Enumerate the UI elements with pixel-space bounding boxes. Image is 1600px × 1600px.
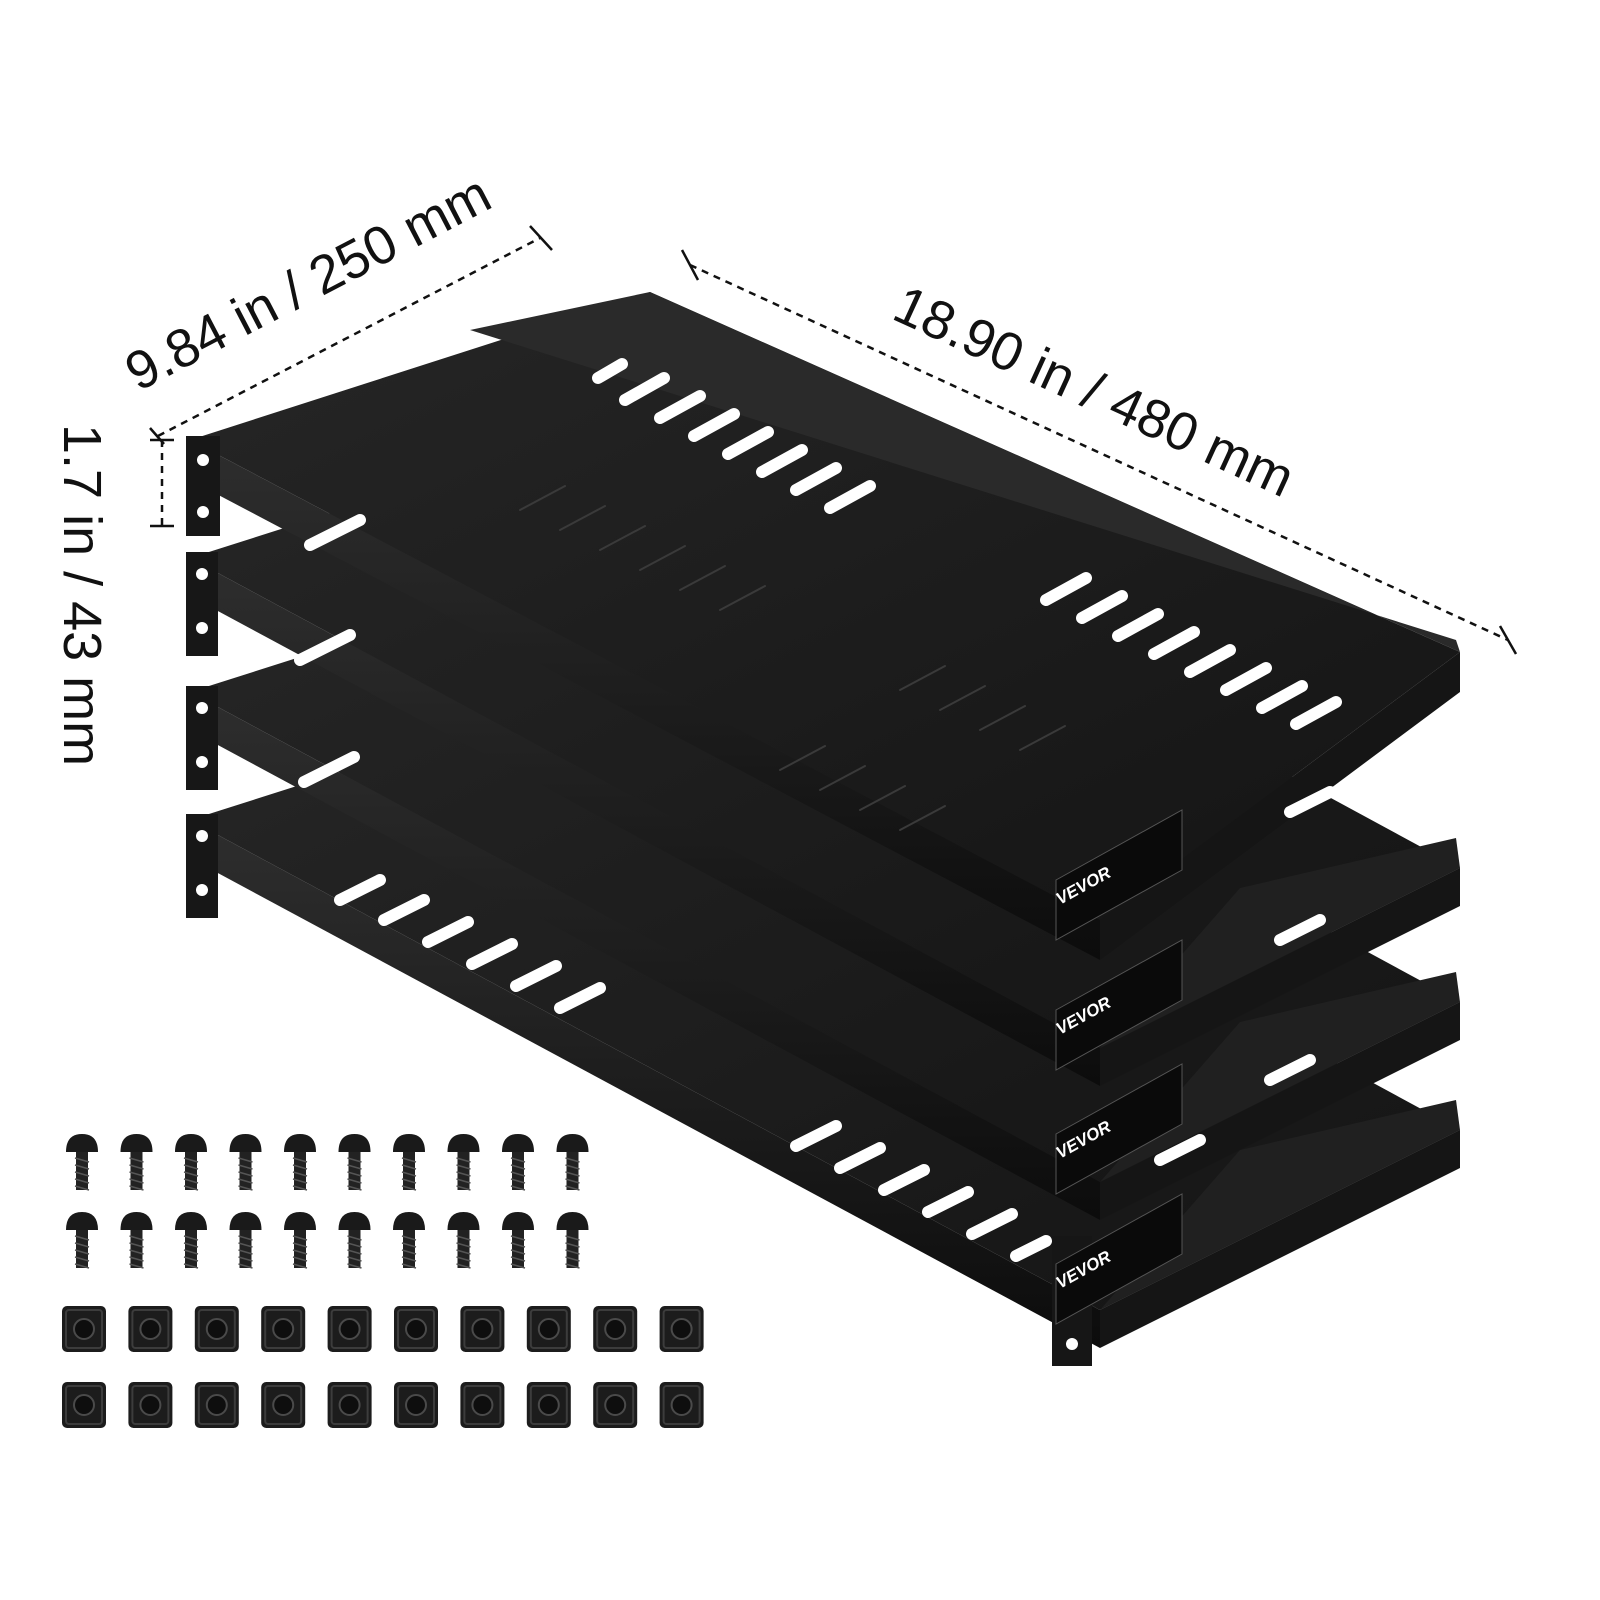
cage-nut-icon [128, 1306, 173, 1352]
screw-icon [393, 1212, 425, 1269]
screw-icon [66, 1134, 98, 1191]
shelf-1 [186, 292, 1460, 960]
cage-nut-icon [460, 1382, 505, 1428]
hardware-kit [62, 1134, 704, 1428]
screw-icon [502, 1134, 534, 1191]
cage-nut-icon [261, 1382, 306, 1428]
screw-icon [393, 1134, 425, 1191]
cage-nut-icon [394, 1306, 438, 1352]
screw-icon [229, 1134, 262, 1191]
cage-nut-icon [659, 1306, 704, 1352]
screw-icon [502, 1212, 534, 1269]
screw-icon [447, 1134, 480, 1191]
cage-nut-icon [128, 1382, 173, 1428]
cage-nut-icon [194, 1382, 239, 1428]
label-3: VEVOR [1053, 1063, 1183, 1195]
cage-nut-icon [261, 1306, 306, 1352]
cage-nut-icon [659, 1382, 704, 1428]
dimension-lines [149, 225, 1518, 655]
screw-icon [120, 1212, 153, 1269]
screws [66, 1134, 589, 1269]
cage-nut-icon [327, 1306, 372, 1352]
shelf-stack [186, 292, 1460, 1366]
screw-icon [284, 1134, 316, 1191]
screw-icon [338, 1134, 371, 1191]
screw-icon [284, 1212, 316, 1269]
cage-nut-icon [62, 1306, 106, 1352]
cage-nut-icon [526, 1382, 571, 1428]
height-dimension-label: 1.7 in / 43 mm [52, 424, 112, 766]
shelf-labels: VEVOR VEVOR VEVOR VEVOR [1053, 809, 1183, 1325]
screw-icon [338, 1212, 371, 1269]
screw-icon [229, 1212, 262, 1269]
cage-nut-icon [327, 1382, 372, 1428]
cage-nut-icon [460, 1306, 505, 1352]
screw-icon [447, 1212, 480, 1269]
screw-icon [556, 1212, 589, 1269]
cage-nut-icon [394, 1382, 438, 1428]
cage-nut-icon [593, 1306, 638, 1352]
cage-nut-icon [593, 1382, 638, 1428]
screw-icon [175, 1212, 207, 1269]
screw-icon [66, 1212, 98, 1269]
screw-icon [556, 1134, 589, 1191]
embossed-slots [519, 485, 1066, 831]
screw-icon [120, 1134, 153, 1191]
cage-nut-icon [62, 1382, 106, 1428]
screw-icon [175, 1134, 207, 1191]
cage-nut-icon [526, 1306, 571, 1352]
cage-nut-icon [194, 1306, 239, 1352]
ventilation-slots [294, 358, 1342, 1262]
cage-nuts [62, 1306, 704, 1428]
